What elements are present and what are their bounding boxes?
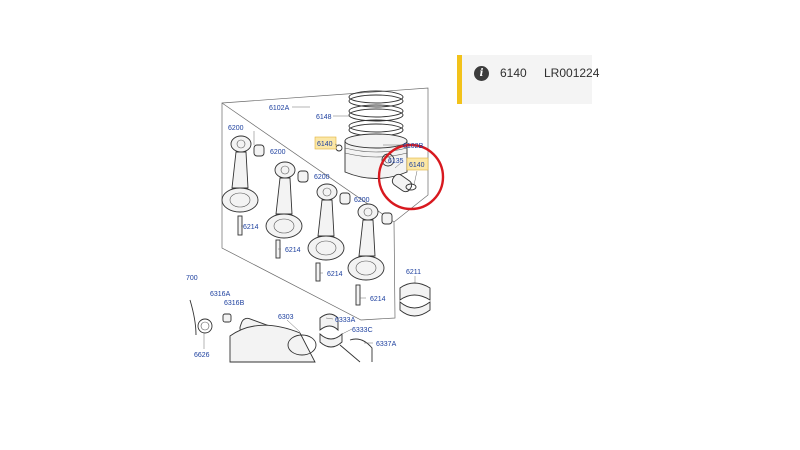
label-6148: 6148 [316,114,332,121]
part-number[interactable]: LR001224 [544,66,600,80]
label-6303: 6303 [278,314,294,321]
connecting-rod-1 [221,135,265,236]
label-6102A: 6102A [269,105,290,112]
label-6626: 6626 [194,352,210,359]
label-6333A: 6333A [335,317,356,324]
label-6316B: 6316B [224,300,245,307]
leader-lines [203,106,418,349]
piston-rings [348,90,404,137]
highlight-6140-right [406,157,429,171]
diagram-frame [221,87,429,321]
label-6214-4: 6214 [370,296,386,303]
part-code: 6140 [500,66,527,80]
label-700: 700 [186,275,198,282]
label-6140-right: 6140 [409,162,425,169]
label-6214-2: 6214 [285,247,301,254]
connecting-rod-4 [347,203,393,306]
annotation-circle [377,143,445,211]
label-6214-1: 6214 [243,224,259,231]
label-6102B: 6102B [403,143,424,150]
info-icon[interactable]: i [474,66,489,81]
label-6200-3: 6200 [314,174,330,181]
piston [344,133,408,179]
label-6316A: 6316A [210,291,231,298]
crankshaft [189,299,373,363]
connecting-rod-2 [265,161,309,259]
bearing-shell [399,282,431,317]
part-info-panel: i 6140 LR001224 [457,55,599,104]
label-6135: 6135 [388,158,404,165]
label-6200-2: 6200 [270,149,286,156]
label-6140-left: 6140 [317,141,333,148]
label-6200-1: 6200 [228,125,244,132]
label-6337A: 6337A [376,341,397,348]
label-6200-4: 6200 [354,197,370,204]
highlight-6140-left [314,136,337,150]
label-6333C: 6333C [352,327,373,334]
connecting-rod-3 [307,183,351,282]
label-6211: 6211 [406,269,421,276]
label-6214-3: 6214 [327,271,343,278]
